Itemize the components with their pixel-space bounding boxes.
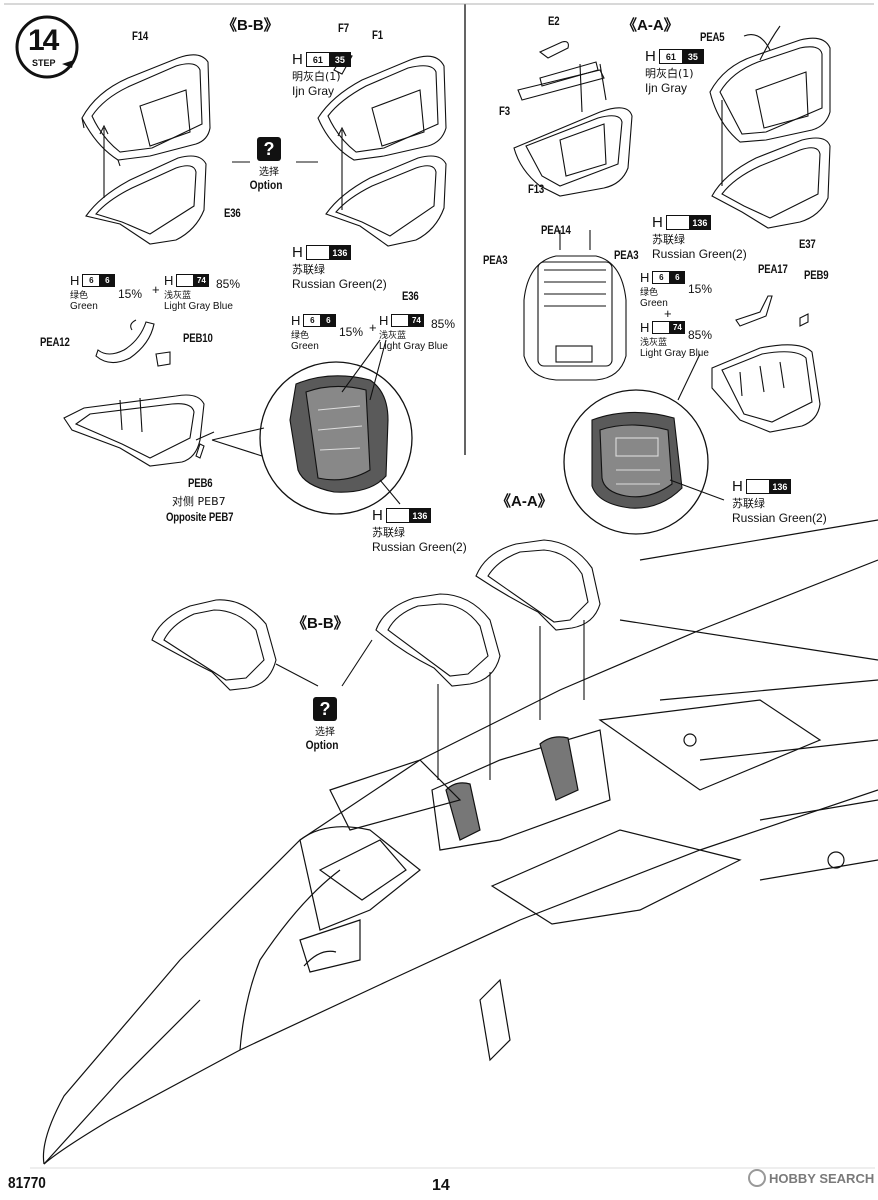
paint-name-en: Russian Green(2) bbox=[652, 247, 747, 261]
step-number: 14 bbox=[28, 24, 59, 57]
step-badge-circle bbox=[15, 15, 79, 79]
option-marker-lower: ? 选择 Option bbox=[305, 697, 342, 752]
opposite-peb7-cn: 对侧 PEB7 bbox=[172, 495, 226, 508]
paint-name-cn: 苏联绿 bbox=[732, 497, 765, 510]
part-label-e2: E2 bbox=[548, 14, 560, 28]
canopy-pea5 bbox=[709, 25, 831, 143]
page-number: 14 bbox=[432, 1177, 450, 1194]
part-label-pea3-left: PEA3 bbox=[483, 253, 508, 267]
canopy-f14 bbox=[81, 54, 211, 167]
option-cn: 选择 bbox=[315, 727, 335, 738]
option-en: Option bbox=[305, 738, 339, 752]
paint-callout-russian-green-aa: H 136 苏联绿 Russian Green(2) bbox=[652, 214, 747, 261]
frame-e36-right bbox=[325, 155, 447, 247]
paint-name-en: Ijn Gray bbox=[645, 81, 688, 95]
part-label-f14: F14 bbox=[132, 29, 149, 43]
view-title-aa-top: 《A-A》 bbox=[622, 17, 679, 34]
paint-callout-russian-green-seat-left: H 136 苏联绿 Russian Green(2) bbox=[372, 507, 467, 554]
option-marker-top: ? 选择 Option bbox=[249, 137, 286, 192]
step-badge: 14 STEP bbox=[12, 12, 82, 82]
part-label-pea12: PEA12 bbox=[40, 335, 70, 349]
part-label-e36-right: E36 bbox=[402, 289, 419, 303]
part-label-pea17: PEA17 bbox=[758, 262, 788, 276]
question-icon: ? bbox=[313, 697, 337, 721]
seat-front-view bbox=[523, 230, 627, 381]
paint-name-en: Russian Green(2) bbox=[292, 277, 387, 291]
paint-name-en: Russian Green(2) bbox=[372, 540, 467, 554]
option-cn: 选择 bbox=[259, 167, 279, 178]
paint-name-en: Russian Green(2) bbox=[732, 511, 827, 525]
option-en: Option bbox=[249, 178, 283, 192]
part-label-e37: E37 bbox=[799, 237, 816, 251]
paint-name-en: Ijn Gray bbox=[292, 84, 335, 98]
canopy-f13 bbox=[513, 107, 633, 197]
watermark-text: HOBBY SEARCH bbox=[769, 1170, 875, 1186]
part-e2-sketch bbox=[538, 41, 569, 59]
frame-e37 bbox=[711, 137, 831, 229]
paint-name-cn: 苏联绿 bbox=[652, 233, 685, 246]
view-title-bb-top: 《B-B》 bbox=[222, 17, 279, 34]
kit-number: 81770 bbox=[8, 1175, 46, 1192]
paint-name-cn: 明灰白(1) bbox=[292, 70, 341, 83]
view-title-bb-lower: 《B-B》 bbox=[292, 615, 349, 632]
part-label-peb9: PEB9 bbox=[804, 268, 829, 282]
part-pea12-sketch bbox=[95, 321, 155, 364]
watermark-logo-icon bbox=[748, 1169, 766, 1187]
paint-name-cn: 苏联绿 bbox=[372, 526, 405, 539]
part-pea17-sketch bbox=[735, 295, 773, 327]
lower-canopy-aa bbox=[475, 539, 601, 631]
paint-callout-russian-green-seat-right: H 136 苏联绿 Russian Green(2) bbox=[732, 478, 827, 525]
step-word: STEP bbox=[32, 58, 56, 68]
frame-e36-top bbox=[85, 155, 207, 245]
part-label-pea14: PEA14 bbox=[541, 223, 571, 237]
lower-canopy-bb-left bbox=[151, 599, 277, 691]
paint-callout-russian-green-bb: H 136 苏联绿 Russian Green(2) bbox=[292, 244, 387, 291]
watermark: HOBBY SEARCH bbox=[748, 1169, 874, 1187]
part-label-e36-left: E36 bbox=[224, 206, 241, 220]
opposite-peb7-en: Opposite PEB7 bbox=[166, 510, 234, 524]
paint-name-cn: 苏联绿 bbox=[292, 263, 325, 276]
lower-canopy-bb-right bbox=[375, 593, 501, 687]
part-label-peb6: PEB6 bbox=[188, 476, 213, 490]
part-label-peb10: PEB10 bbox=[183, 331, 213, 345]
part-label-f3: F3 bbox=[499, 104, 510, 118]
question-icon: ? bbox=[257, 137, 281, 161]
part-label-f1: F1 bbox=[372, 28, 383, 42]
part-label-pea3-right: PEA3 bbox=[614, 248, 639, 262]
part-label-f13: F13 bbox=[528, 182, 545, 196]
paint-name-cn: 明灰白(1) bbox=[645, 67, 694, 80]
aircraft-fuselage bbox=[42, 519, 878, 1165]
part-label-pea5: PEA5 bbox=[700, 30, 725, 44]
part-label-f7: F7 bbox=[338, 21, 349, 35]
view-title-aa-lower: 《A-A》 bbox=[496, 493, 553, 510]
